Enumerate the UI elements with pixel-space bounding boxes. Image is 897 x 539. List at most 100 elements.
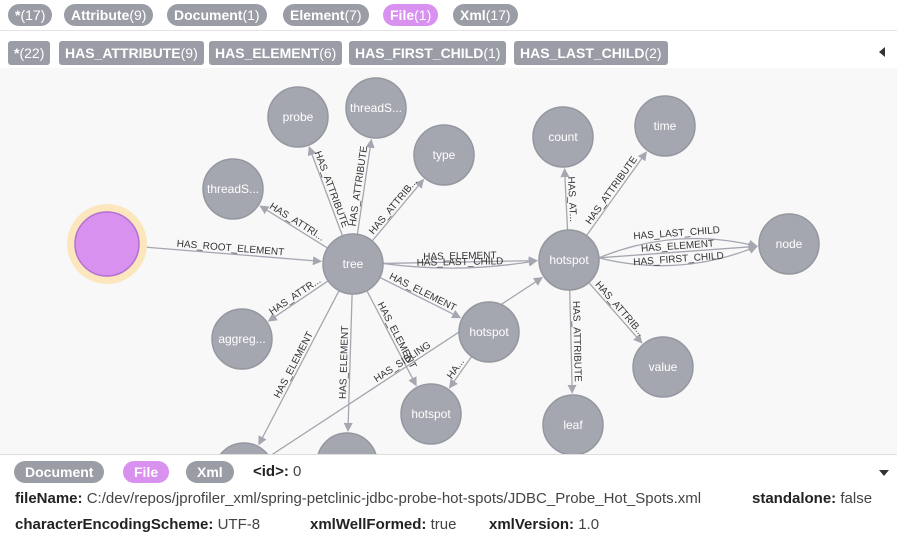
graph-node-label: hotspot xyxy=(549,253,589,267)
edge-label: HAS_ATTR... xyxy=(267,275,323,318)
prop-xml-well-formed: xmlWellFormed: true xyxy=(310,516,456,533)
edge-label: HAS_ELEMENT xyxy=(387,271,458,314)
prop-id: <id>: 0 xyxy=(253,463,301,480)
edge-has-element[interactable] xyxy=(598,242,758,259)
edge-has-attribute[interactable] xyxy=(307,146,344,237)
prop-key: <id>: xyxy=(253,463,289,480)
prop-value: 1.0 xyxy=(578,516,600,533)
edge-ha[interactable] xyxy=(448,356,473,389)
relationship-types-bar: *(22) HAS_ATTRIBUTE(9) HAS_ELEMENT(6) HA… xyxy=(0,38,897,68)
label-pill-name: Document xyxy=(174,7,243,23)
graph-node-tree[interactable] xyxy=(322,233,384,295)
prop-key: standalone: xyxy=(752,490,837,507)
graph-node-label: value xyxy=(649,360,678,374)
edge-has-element[interactable] xyxy=(343,293,353,432)
prop-value: false xyxy=(840,490,873,507)
graph-node-type[interactable] xyxy=(413,124,475,186)
prop-value: 0 xyxy=(293,463,302,480)
edge-has-element[interactable] xyxy=(379,276,462,319)
label-pill-document[interactable]: Document(1) xyxy=(167,4,267,26)
graph-node-hotspot-mid[interactable] xyxy=(458,301,520,363)
graph-node-label: aggreg... xyxy=(218,332,265,346)
rel-tag-has-first-child[interactable]: HAS_FIRST_CHILD(1) xyxy=(349,41,507,65)
edge-has-last-child[interactable] xyxy=(382,257,538,269)
detail-label-file[interactable]: File xyxy=(123,461,170,483)
edge-label: HAS_ELEMENT xyxy=(423,250,497,262)
edge-has-attribute[interactable] xyxy=(585,151,647,236)
edge-has-root-element[interactable] xyxy=(138,245,323,266)
edge-has-element[interactable] xyxy=(258,290,340,446)
graph-node-probe[interactable] xyxy=(267,86,329,148)
edge-has-sibling[interactable] xyxy=(269,276,543,454)
edge-has-at[interactable] xyxy=(560,168,570,231)
graph-node-aggreg[interactable] xyxy=(211,308,273,370)
label-pill-name: Attribute xyxy=(71,7,130,23)
label-pill-count: (9) xyxy=(129,7,147,23)
graph-node-hotspot-low[interactable] xyxy=(400,383,462,445)
graph-node-node[interactable] xyxy=(758,213,820,275)
label-pill-name: Xml xyxy=(460,7,486,23)
edge-has-attrib[interactable] xyxy=(371,178,425,242)
edge-has-first-child[interactable] xyxy=(598,245,758,267)
rel-tag-name: HAS_ELEMENT xyxy=(215,45,320,61)
edge-has-element[interactable] xyxy=(366,290,417,387)
nodes-layer: treeprobethreadS...typethreadS...aggreg.… xyxy=(67,77,820,454)
rel-tag-has-last-child[interactable]: HAS_LAST_CHILD(2) xyxy=(514,41,668,65)
rel-tag-name: HAS_ATTRIBUTE xyxy=(65,45,181,61)
graph-node-time[interactable] xyxy=(634,95,696,157)
edge-label: HAS_ELEMENT xyxy=(641,238,715,254)
label-pill-name: Element xyxy=(290,7,345,23)
graph-node-label: hotspot xyxy=(469,325,509,339)
label-pill-file[interactable]: File(1) xyxy=(383,4,439,26)
label-pill-attribute[interactable]: Attribute(9) xyxy=(64,4,154,26)
label-pill-xml[interactable]: Xml(17) xyxy=(453,4,518,26)
prop-value: true xyxy=(430,516,457,533)
prop-value: C:/dev/repos/jprofiler_xml/spring-petcli… xyxy=(86,490,702,507)
detail-label-xml[interactable]: Xml xyxy=(186,461,234,483)
graph-node-label: type xyxy=(433,148,456,162)
edge-has-attribute[interactable] xyxy=(567,289,577,394)
edge-label: HAS_ELEMENT xyxy=(272,330,316,400)
graph-node-bottom1[interactable] xyxy=(214,442,274,454)
edge-has-attri[interactable] xyxy=(259,205,328,249)
label-pill-name: File xyxy=(390,7,415,23)
rel-tag-count: (6) xyxy=(319,45,337,61)
graph-node-threadS1[interactable] xyxy=(202,158,264,220)
label-pill-all[interactable]: *(17) xyxy=(8,4,53,26)
edge-label: HAS_ATTRIBUTE xyxy=(312,150,351,230)
graph-node-bottom2[interactable] xyxy=(317,432,377,454)
label-pill-count: (7) xyxy=(344,7,362,23)
rel-tag-has-attribute[interactable]: HAS_ATTRIBUTE(9) xyxy=(59,41,204,65)
edge-has-last-child[interactable] xyxy=(598,237,758,259)
label-pill-element[interactable]: Element(7) xyxy=(283,4,369,26)
graph-node-hotspot-main[interactable] xyxy=(538,229,600,291)
graph-node-threadS2[interactable] xyxy=(345,77,407,139)
detail-label-document[interactable]: Document xyxy=(14,461,105,483)
rel-tag-all[interactable]: *(22) xyxy=(8,41,51,65)
expand-arrow-icon[interactable] xyxy=(879,470,889,476)
rel-tag-has-element[interactable]: HAS_ELEMENT(6) xyxy=(209,41,343,65)
graph-node-count[interactable] xyxy=(532,106,594,168)
graph-node-label: node xyxy=(776,237,803,251)
edge-label: HAS_AT... xyxy=(565,176,578,222)
label-pill-name: * xyxy=(15,7,21,23)
edge-has-attrib[interactable] xyxy=(588,282,643,344)
graph-node-value[interactable] xyxy=(632,336,694,398)
node-details-panel: Document File Xml <id>: 0 fileName: C:/d… xyxy=(0,454,897,539)
prop-key: characterEncodingScheme: xyxy=(15,516,214,533)
label-pill-count: (17) xyxy=(485,7,511,23)
edge-has-element[interactable] xyxy=(382,256,538,266)
graph-svg: HAS_ROOT_ELEMENTHAS_ATTRIBUTEHAS_ATTRIBU… xyxy=(67,77,820,454)
prop-character-encoding: characterEncodingScheme: UTF-8 xyxy=(15,516,260,533)
graph-node-file[interactable] xyxy=(74,211,140,277)
graph-node-leaf[interactable] xyxy=(542,394,604,454)
rel-tag-count: (1) xyxy=(483,45,501,61)
edge-has-attr[interactable] xyxy=(267,280,329,322)
collapse-arrow-icon[interactable] xyxy=(879,47,885,57)
prop-key: xmlVersion: xyxy=(489,516,575,533)
edge-label: HAS_ATTRIBUTE xyxy=(584,154,640,226)
edge-has-attribute[interactable] xyxy=(356,138,375,235)
label-pill-count: (17) xyxy=(20,7,46,23)
rel-tag-count: (22) xyxy=(19,45,45,61)
